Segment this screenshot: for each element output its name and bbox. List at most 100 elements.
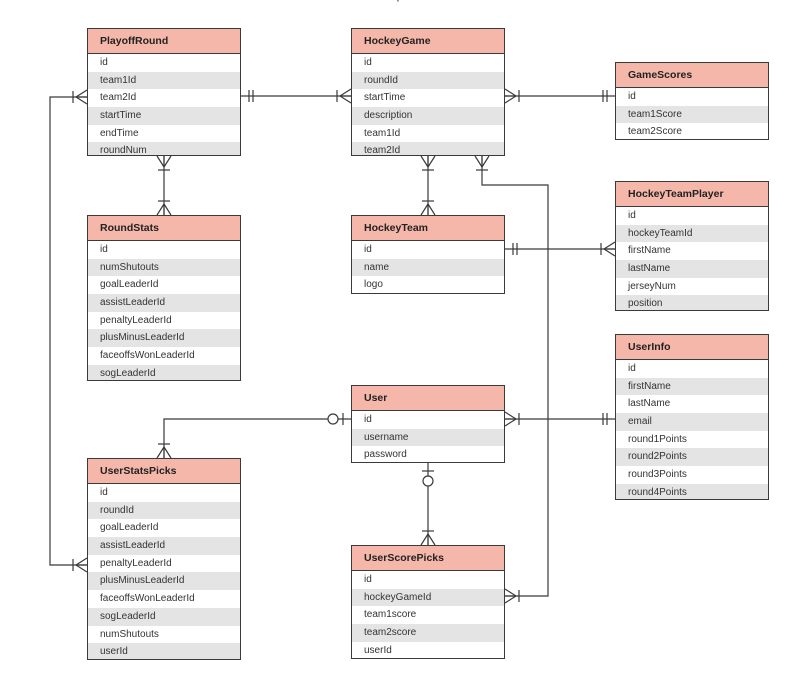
field-row: team1Id <box>88 71 240 90</box>
rel-playoff-round-user-stats-picks <box>49 96 87 566</box>
field-row: round1Points <box>628 433 687 445</box>
field-row: email <box>616 413 768 431</box>
entity-round-stats[interactable]: RoundStats id numShutouts goalLeaderId assis… <box>87 215 241 381</box>
field-row: id <box>100 487 108 498</box>
field-row: faceoffsWonLeaderId <box>100 350 195 362</box>
field-row: faceoffsWonLeaderId <box>100 593 195 605</box>
rel-end-many <box>339 95 352 104</box>
entity-title: HockeyTeamPlayer <box>616 182 768 207</box>
field-row: password <box>364 449 407 461</box>
rel-end-many <box>504 588 517 597</box>
field-row: id <box>628 210 636 221</box>
field-row: description <box>352 107 504 125</box>
field-row: logo <box>364 279 383 291</box>
rel-end-many <box>156 155 165 168</box>
field-row: id <box>628 91 636 102</box>
field-row: jerseyNum <box>628 280 676 292</box>
entity-user-info[interactable]: UserInfo id firstName lastName email round1Po… <box>615 334 769 500</box>
rel-end-many <box>163 203 172 216</box>
rel-end-zero-one <box>327 413 339 425</box>
field-row: name <box>352 258 504 277</box>
field-row: round2Points <box>616 448 768 467</box>
field-row: firstName <box>616 377 768 396</box>
entity-title: RoundStats <box>88 216 240 241</box>
field-row: roundNum <box>88 142 240 155</box>
entity-user-stats-picks[interactable]: UserStatsPicks id roundId goalLeaderId assis… <box>87 458 241 660</box>
field-row: team2score <box>352 624 504 642</box>
entity-title: UserScorePicks <box>352 546 504 571</box>
rel-end-many <box>504 95 517 104</box>
field-row: userId <box>364 644 392 656</box>
field-row: roundId <box>88 501 240 520</box>
rel-end-many <box>504 595 517 604</box>
entity-title: UserStatsPicks <box>88 459 240 484</box>
rel-end-many <box>504 418 517 427</box>
field-row: id <box>100 244 108 255</box>
rel-end-many <box>75 557 88 566</box>
entity-title: UserInfo <box>616 335 768 360</box>
field-row: sogLeaderId <box>88 364 240 380</box>
field-row: goalLeaderId <box>100 279 159 291</box>
field-row: userId <box>88 643 240 659</box>
field-row: team2Id <box>100 92 137 104</box>
rel-end-many <box>427 155 436 168</box>
field-row: team1score <box>364 609 417 621</box>
rel-hockey-game-user-score-picks <box>481 156 549 597</box>
field-row: firstName <box>628 245 671 257</box>
field-row: lastName <box>616 260 768 278</box>
rel-end-many <box>75 96 88 105</box>
entity-game-scores[interactable]: GameScores id team1Score team2Score <box>615 62 769 140</box>
field-row: roundId <box>352 71 504 90</box>
rel-end-many <box>481 155 490 168</box>
rel-end-many <box>156 203 165 216</box>
rel-end-many <box>420 155 429 168</box>
rel-end-many <box>339 88 352 97</box>
field-row: goalLeaderId <box>100 522 159 534</box>
field-row: assistLeaderId <box>88 294 240 312</box>
entity-hockey-team[interactable]: HockeyTeam id name logo <box>351 215 505 294</box>
field-row: hockeyTeamId <box>616 224 768 243</box>
field-row: username <box>352 428 504 447</box>
entity-hockey-team-player[interactable]: HockeyTeamPlayer id hockeyTeamId firstName l… <box>615 181 769 311</box>
rel-end-many <box>420 203 429 216</box>
field-row: plusMinusLeaderId <box>88 572 240 591</box>
field-row: startTime <box>88 107 240 125</box>
field-row: team2Score <box>628 126 682 138</box>
field-row: penaltyLeaderId <box>100 314 172 326</box>
rel-end-many <box>75 564 88 573</box>
entity-title: PlayoffRound <box>88 29 240 54</box>
field-row: position <box>616 295 768 310</box>
field-row: numShutouts <box>88 258 240 277</box>
rel-end-many <box>163 155 172 168</box>
field-row: id <box>628 363 636 374</box>
rel-end-many <box>163 446 172 459</box>
rel-end-many <box>156 446 165 459</box>
entity-title: GameScores <box>616 63 768 88</box>
rel-end-many <box>427 203 436 216</box>
field-row: team2Id <box>352 142 504 155</box>
field-row: startTime <box>364 92 406 104</box>
rel-end-many <box>420 533 429 546</box>
field-row: hockeyGameId <box>352 588 504 607</box>
field-row: id <box>364 414 372 425</box>
entity-user[interactable]: User id username password <box>351 385 505 463</box>
field-row: team1Id <box>364 127 401 139</box>
rel-end-zero-one <box>422 475 434 487</box>
entity-title: HockeyTeam <box>352 216 504 241</box>
entity-title: User <box>352 386 504 411</box>
rel-end-many <box>427 533 436 546</box>
field-row: id <box>364 244 372 255</box>
rel-end-many <box>75 89 88 98</box>
rel-user-user-stats-picks <box>163 418 351 458</box>
field-row: assistLeaderId <box>88 537 240 555</box>
rel-end-many <box>603 248 616 257</box>
entity-title: HockeyGame <box>352 29 504 54</box>
field-row: team1Score <box>616 105 768 124</box>
page-heading: p <box>360 0 440 2</box>
field-row: lastName <box>628 398 671 410</box>
